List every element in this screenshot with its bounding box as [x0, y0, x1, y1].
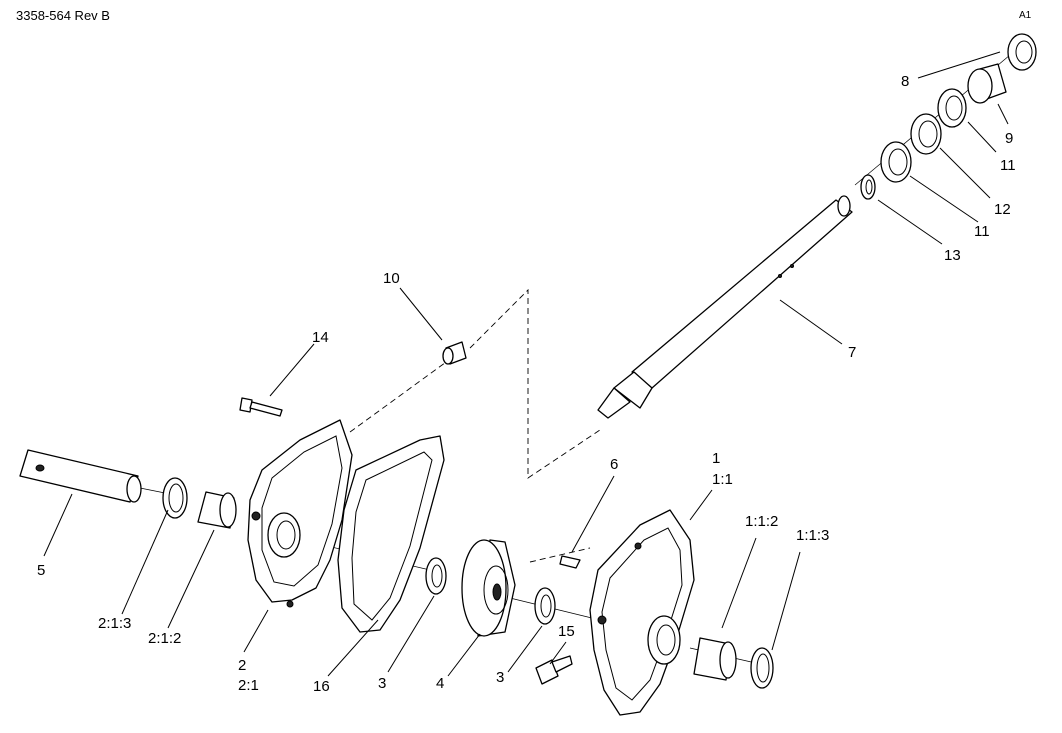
part-14-bolt: [239, 397, 283, 417]
part-9-bushing: [967, 63, 1007, 104]
document-id: 3358-564 Rev B: [16, 8, 110, 23]
callout-2: 2: [238, 657, 246, 674]
part-12-washer: [910, 113, 942, 155]
part-11-washer-upper: [937, 88, 967, 128]
callout-16: 16: [313, 678, 330, 695]
callout-3-right: 3: [496, 669, 504, 686]
callout-1-1-3: 1:1:3: [796, 527, 829, 544]
callout-4: 4: [436, 675, 444, 692]
part-2-1-2-bushing: [197, 491, 237, 529]
part-3-washer-left: [425, 557, 447, 595]
part-10-sleeve: [442, 341, 467, 365]
part-2-left-housing: [247, 419, 353, 608]
part-3-washer-right: [534, 587, 556, 625]
callout-2-1-2: 2:1:2: [148, 630, 181, 647]
part-7-shaft: [597, 195, 853, 419]
sheet-id: A1: [1019, 10, 1032, 21]
callout-12: 12: [994, 201, 1011, 218]
part-6-key: [559, 555, 581, 569]
callout-14: 14: [312, 329, 329, 346]
callout-1-1: 1:1: [712, 471, 733, 488]
part-11-washer-lower: [880, 141, 912, 183]
callout-7: 7: [848, 344, 856, 361]
part-1-1-2-bushing: [693, 637, 737, 681]
part-16-gasket: [337, 435, 445, 633]
callout-1-1-2: 1:1:2: [745, 513, 778, 530]
part-15-fitting: [535, 655, 573, 685]
part-8-bearing: [1007, 33, 1037, 71]
part-1-1-3-seal: [750, 647, 774, 689]
callout-11-lower: 11: [974, 223, 990, 240]
leader-lines: [43, 51, 1009, 677]
callout-9: 9: [1005, 130, 1013, 147]
part-1-right-housing: [589, 509, 695, 716]
callout-6: 6: [610, 456, 618, 473]
callout-3-left: 3: [378, 675, 386, 692]
callout-15: 15: [558, 623, 575, 640]
callout-1: 1: [712, 450, 720, 467]
part-2-1-3-seal: [162, 477, 188, 519]
part-4-pulley: [461, 539, 516, 637]
callout-11-upper: 11: [1000, 157, 1016, 174]
callout-labels: 8 9 11 12 11 13 7 10 14 6 1 1:1 1:1:2 1:…: [37, 73, 1016, 695]
callout-8: 8: [901, 73, 909, 90]
callout-2-1-3: 2:1:3: [98, 615, 131, 632]
part-5-pin-shaft: [19, 449, 142, 503]
callout-13: 13: [944, 247, 961, 264]
part-13-retaining-ring: [860, 174, 876, 200]
callout-10: 10: [383, 270, 400, 287]
callout-2-1: 2:1: [238, 677, 259, 694]
callout-5: 5: [37, 562, 45, 579]
